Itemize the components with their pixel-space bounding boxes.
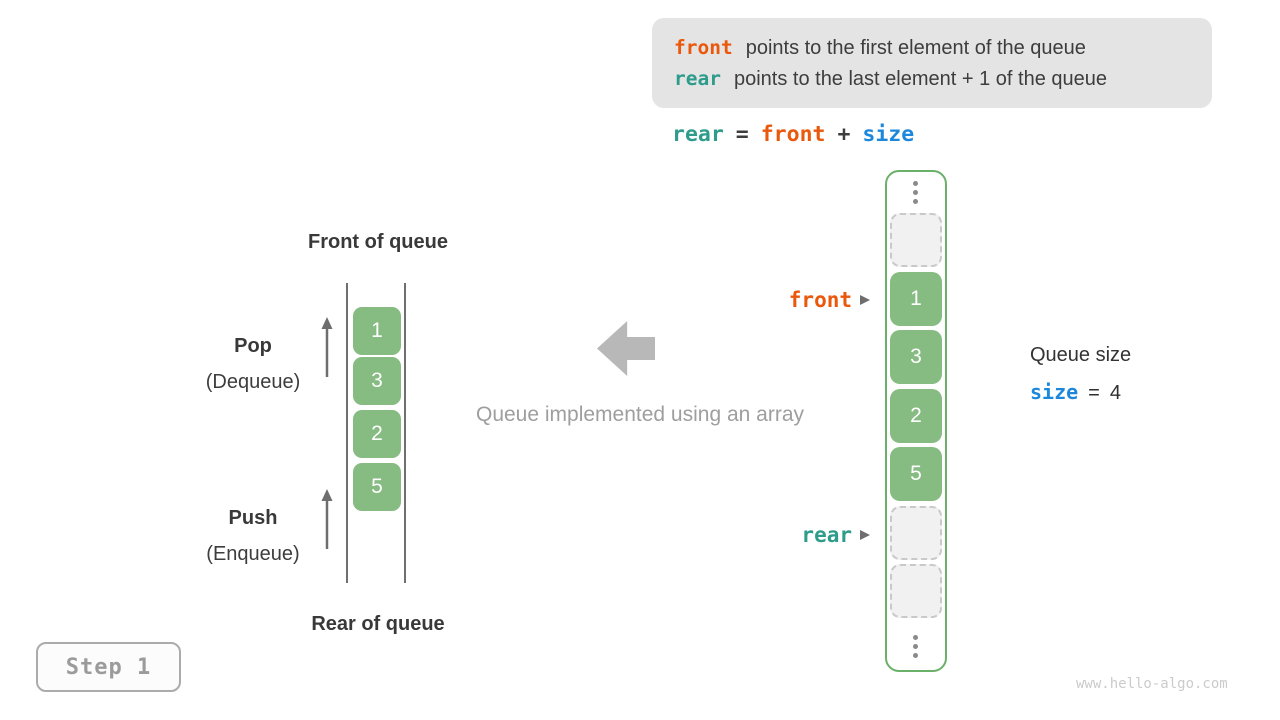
- dequeue-label: (Dequeue): [205, 371, 301, 393]
- queue-size-label: Queue size: [1030, 344, 1132, 366]
- rear-formula: rear = front + size: [672, 122, 914, 147]
- left-block-arrow-icon: [597, 321, 655, 376]
- array-cell-empty: [890, 564, 942, 618]
- front-pointer-label: front: [788, 288, 852, 312]
- formula-front: front: [760, 122, 826, 147]
- formula-rear: rear: [672, 122, 724, 147]
- array-cell-empty: [890, 506, 942, 560]
- front-explanation-line: front points to the first element of the…: [674, 36, 1212, 60]
- array-cell-empty: [890, 213, 942, 267]
- queue-cell: 5: [353, 463, 401, 511]
- push-label: Push: [228, 507, 278, 529]
- array-cell: 2: [890, 389, 942, 443]
- push-arrow-icon: [320, 489, 334, 551]
- rear-explanation-line: rear points to the last element + 1 of t…: [674, 67, 1212, 91]
- formula-equals: =: [735, 122, 749, 147]
- queue-cell: 2: [353, 410, 401, 458]
- formula-plus: +: [837, 122, 851, 147]
- array-cell: 3: [890, 330, 942, 384]
- watermark: www.hello-algo.com: [1076, 676, 1228, 692]
- front-pointer: front: [700, 287, 870, 313]
- enqueue-label: (Enqueue): [206, 543, 300, 565]
- right-triangle-icon: [860, 530, 870, 540]
- formula-size: size: [862, 122, 915, 147]
- queue-cell: 1: [353, 307, 401, 355]
- pop-arrow-icon: [320, 317, 334, 379]
- implementation-caption: Queue implemented using an array: [475, 403, 805, 426]
- rear-explanation-text: points to the last element + 1 of the qu…: [733, 67, 1108, 90]
- array-cell: 1: [890, 272, 942, 326]
- front-explanation-text: points to the first element of the queue: [745, 36, 1086, 59]
- queue-channel: 1 3 2 5: [346, 283, 406, 583]
- array-container: 1 3 2 5: [885, 170, 947, 672]
- front-keyword: front: [674, 35, 733, 59]
- rear-pointer: rear: [700, 522, 870, 548]
- pointer-explanation-box: front points to the first element of the…: [652, 18, 1212, 108]
- size-equals: =: [1088, 382, 1100, 404]
- rear-of-queue-label: Rear of queue: [311, 613, 445, 635]
- queue-cell: 3: [353, 357, 401, 405]
- ellipsis-bottom-icon: [887, 635, 943, 658]
- step-badge: Step 1: [36, 642, 181, 692]
- pop-label: Pop: [234, 335, 272, 357]
- rear-pointer-label: rear: [801, 523, 852, 547]
- rear-keyword: rear: [674, 66, 721, 90]
- array-cell: 5: [890, 447, 942, 501]
- size-value: 4: [1109, 382, 1121, 404]
- ellipsis-top-icon: [887, 181, 943, 204]
- queue-size-expression: size = 4: [1030, 380, 1121, 405]
- front-of-queue-label: Front of queue: [308, 231, 448, 253]
- size-keyword: size: [1030, 380, 1079, 404]
- right-triangle-icon: [860, 295, 870, 305]
